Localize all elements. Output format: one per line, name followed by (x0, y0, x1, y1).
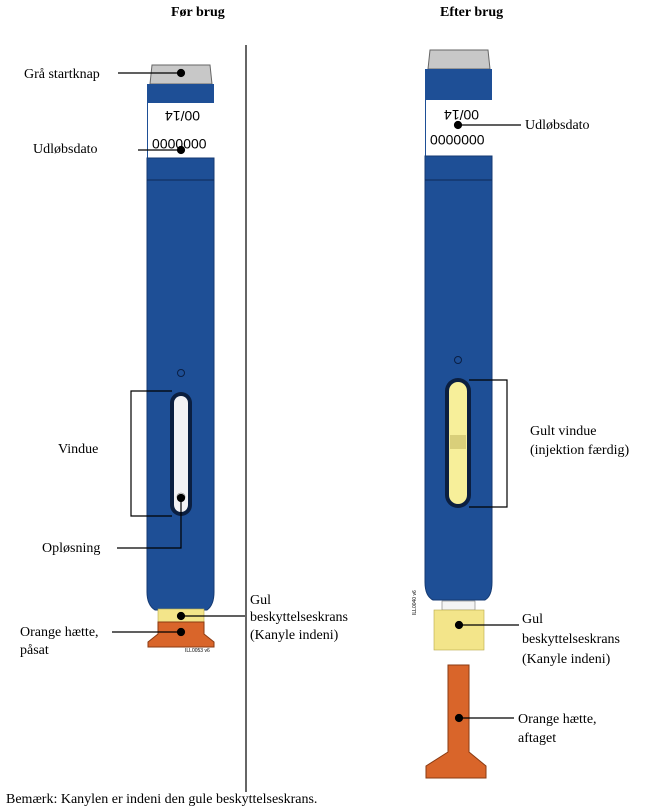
footnote: Bemærk: Kanylen er indeni den gule besky… (6, 792, 318, 807)
pen-body (146, 157, 215, 611)
label-guard-right-1: Gul (522, 612, 543, 627)
orange-cap-removed (425, 664, 487, 779)
header-before: Før brug (171, 5, 225, 20)
label-guard-right-3: (Kanyle indeni) (522, 652, 611, 667)
label-yellow-window-1: Gult vindue (530, 424, 597, 439)
label-cap-right-1: Orange hætte, (518, 712, 597, 727)
label-guard-left-2: beskyttelseskrans (250, 610, 348, 625)
code-left: ILL0053 v6 (185, 648, 210, 654)
code-right: ILL0040 v6 (412, 590, 418, 615)
label-start-button: Grå startknap (24, 67, 100, 82)
label-lot-right: 0000000 (430, 132, 485, 148)
pen-after (424, 49, 493, 779)
label-cap-left-1: Orange hætte, (20, 625, 99, 640)
pen-before (146, 64, 215, 648)
label-solution: Opløsning (42, 541, 101, 556)
indicator-dot (177, 369, 185, 377)
label-cap-right-2: aftaget (518, 731, 557, 746)
pen-body-after (424, 155, 493, 601)
label-date-right: 00/14 (444, 107, 480, 123)
indicator-dot-after (454, 356, 462, 364)
yellow-needle-guard-after (433, 609, 485, 651)
label-guard-left-1: Gul (250, 593, 271, 608)
label-lot-left: 0000000 (152, 136, 207, 152)
label-window: Vindue (58, 442, 99, 457)
label-expiry-left: Udløbsdato (33, 142, 98, 157)
right-leaders (453, 120, 521, 723)
label-cap-left-2: påsat (20, 643, 49, 658)
gray-start-button-after (427, 49, 491, 70)
label-yellow-window-2: (injektion færdig) (530, 443, 630, 458)
label-guard-left-3: (Kanyle indeni) (250, 628, 339, 643)
label-date-left: 00/14 (165, 108, 201, 124)
header-after: Efter brug (440, 5, 504, 20)
label-expiry-right: Udløbsdato (525, 118, 590, 133)
label-guard-right-2: beskyttelseskrans (522, 632, 620, 647)
left-leaders (112, 68, 245, 637)
